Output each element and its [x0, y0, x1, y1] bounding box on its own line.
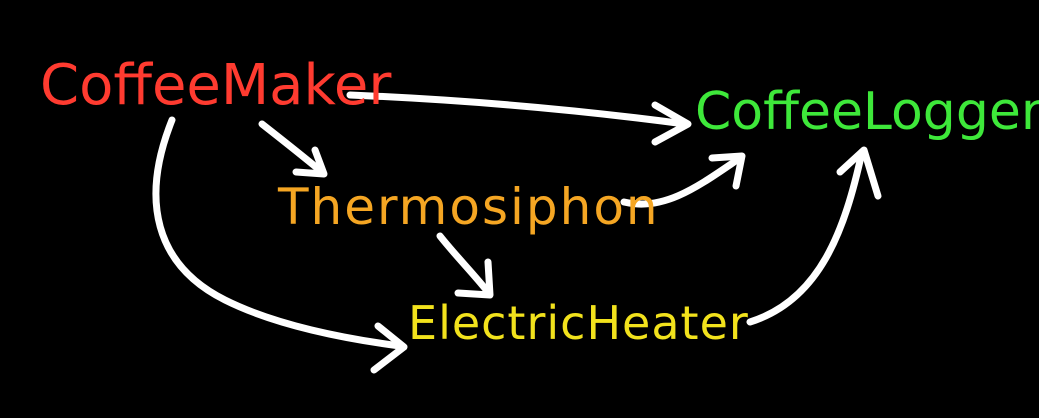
edge-line: [152, 116, 404, 350]
arrowhead-icon: [370, 322, 408, 374]
edge-electricheater-coffeelogger: [746, 146, 882, 326]
edge-thermosiphon-electricheater: [436, 232, 494, 299]
edge-coffeemaker-thermosiphon: [258, 120, 328, 178]
node-thermosiphon: Thermosiphon: [278, 178, 660, 236]
edge-line: [620, 154, 744, 208]
edge-line: [346, 91, 689, 128]
node-coffeemaker: CoffeeMaker: [40, 53, 392, 118]
edge-coffeemaker-coffeelogger: [346, 91, 692, 146]
edge-line: [258, 120, 326, 176]
node-electricheater: ElectricHeater: [408, 296, 749, 350]
arrowhead-icon: [708, 152, 746, 190]
edge-line: [746, 148, 866, 326]
edge-coffeemaker-electricheater: [152, 116, 408, 374]
arrowhead-icon: [836, 146, 882, 200]
arrowhead-icon: [651, 101, 692, 146]
arrowhead-icon: [292, 146, 328, 178]
node-coffeelogger: CoffeeLogger: [695, 82, 1039, 142]
edge-thermosiphon-coffeelogger: [620, 152, 746, 208]
arrowhead-icon: [454, 258, 494, 299]
edge-line: [436, 232, 492, 296]
